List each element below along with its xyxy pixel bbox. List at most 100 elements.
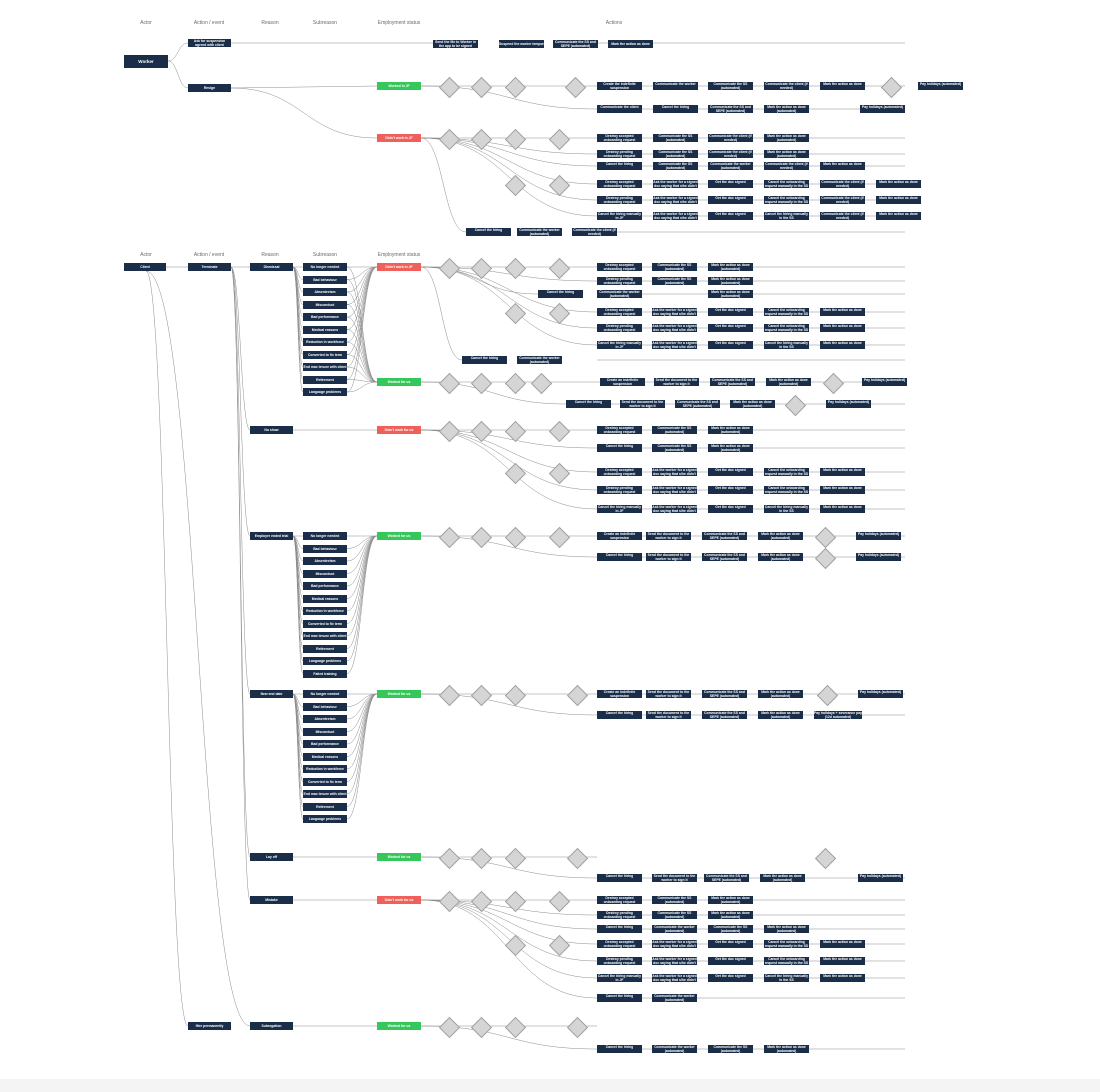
action-node[interactable]: Communicate the client (if needed) bbox=[764, 82, 809, 90]
event-hire-permanently[interactable]: Hire permanently bbox=[188, 1022, 231, 1030]
action-node[interactable]: Mark the action as done (automated) bbox=[758, 532, 803, 540]
subreason-item[interactable]: Converted to fix term bbox=[303, 619, 347, 628]
action-node[interactable]: Communicate the SS and SEPE (automated) bbox=[704, 874, 749, 882]
action-node[interactable]: Pay holidays (automated) bbox=[856, 532, 901, 540]
action-node[interactable]: Create the indefinite suspension bbox=[597, 82, 642, 90]
subreason-item[interactable]: Reduction in workforce bbox=[303, 765, 347, 773]
action-node[interactable]: Cancel the hiring bbox=[466, 228, 511, 236]
action-node[interactable]: Communicate the SS and SEPE (automated) bbox=[702, 532, 747, 540]
action-node[interactable]: Communicate the client (if needed) bbox=[708, 134, 753, 142]
action-node[interactable]: Mark the action as done (automated) bbox=[708, 444, 753, 452]
action-node[interactable]: Mark the action as done bbox=[820, 341, 865, 349]
action-node[interactable]: Communicate the SS and SEPE (automated) bbox=[710, 378, 755, 386]
action-node[interactable]: Cancel the hiring manually in the SS bbox=[764, 212, 809, 220]
action-node[interactable]: Cancel the hiring bbox=[597, 711, 642, 719]
action-node[interactable]: Pay holidays (automated) bbox=[918, 82, 963, 90]
action-node[interactable]: Mark the action as done bbox=[820, 974, 865, 982]
action-node[interactable]: Cancel the hiring manually in JF bbox=[597, 505, 642, 513]
reason-lay-off[interactable]: Lay off bbox=[250, 853, 293, 861]
subreason-item[interactable]: No longer needed bbox=[303, 690, 347, 698]
action-send-file[interactable]: Send the file to Worker in the app to be… bbox=[433, 40, 478, 48]
subreason-item[interactable]: Bad performance bbox=[303, 582, 347, 590]
action-node[interactable]: Get the doc signed bbox=[708, 341, 753, 349]
subreason-item[interactable]: Absenteeism bbox=[303, 715, 347, 723]
action-node[interactable]: Get the doc signed bbox=[708, 212, 753, 220]
actor-worker[interactable]: Worker bbox=[124, 55, 168, 68]
action-node[interactable]: Cancel the hiring bbox=[653, 105, 698, 113]
action-node[interactable]: Mark the action as done (automated) bbox=[758, 553, 803, 561]
subreason-item[interactable]: Bad behaviour bbox=[303, 275, 347, 284]
action-node[interactable]: Communicate the SS (automated) bbox=[652, 426, 697, 434]
actor-client[interactable]: Client bbox=[124, 263, 166, 271]
action-node[interactable]: Destroy accepted onboarding request manu… bbox=[597, 468, 642, 476]
action-node[interactable]: Destroy pending onboarding request bbox=[597, 911, 642, 919]
action-node[interactable]: Cancel the onboarding request manually i… bbox=[764, 468, 809, 476]
subreason-item[interactable]: Language problems bbox=[303, 815, 347, 823]
action-node[interactable]: Mark the action as done (automated) bbox=[758, 711, 803, 719]
subreason-item[interactable]: End max tenure with client bbox=[303, 790, 347, 798]
subreason-item[interactable]: No longer needed bbox=[303, 532, 347, 540]
action-node[interactable]: Get the doc signed bbox=[708, 196, 753, 204]
action-node[interactable]: Communicate the SS (automated) bbox=[652, 263, 697, 271]
action-node[interactable]: Ask the worker for a signed doc saying t… bbox=[652, 341, 697, 349]
action-node[interactable]: Mark the action as done (automated) bbox=[764, 134, 809, 142]
action-node[interactable]: Cancel the hiring manually in JF bbox=[597, 974, 642, 982]
action-node[interactable]: Communicate the SS (automated) bbox=[708, 82, 753, 90]
action-node[interactable]: Destroy accepted onboarding request bbox=[597, 134, 642, 142]
action-node[interactable]: Communicate the SS and SEPE (automated) bbox=[702, 690, 747, 698]
action-node[interactable]: Ask the worker for a signed doc saying t… bbox=[653, 196, 698, 204]
action-node[interactable]: Mark the action as done bbox=[820, 162, 865, 170]
action-node[interactable]: Mark the action as done bbox=[820, 468, 865, 476]
action-node[interactable]: Communicate the SS (automated) bbox=[653, 134, 698, 142]
action-node[interactable]: Communicate the worker (automated) bbox=[597, 290, 642, 298]
action-node[interactable]: Communicate the worker (automated) bbox=[517, 356, 562, 364]
action-node[interactable]: Create an indefinite suspension bbox=[597, 532, 642, 540]
action-node[interactable]: Get the doc signed bbox=[708, 468, 753, 476]
action-node[interactable]: Get the doc signed bbox=[708, 505, 753, 513]
action-node[interactable]: Pay holidays (automated) bbox=[862, 378, 907, 386]
action-node[interactable]: Ask the worker for a signed doc saying t… bbox=[652, 974, 697, 982]
action-node[interactable]: Get the doc signed bbox=[708, 974, 753, 982]
action-node[interactable]: Cancel the onboarding request manually i… bbox=[764, 196, 809, 204]
action-node[interactable]: Ask the worker for a signed doc saying t… bbox=[652, 940, 697, 948]
action-node[interactable]: Send the document to the worker to sign … bbox=[646, 711, 691, 719]
action-node[interactable]: Mark the action as done (automated) bbox=[764, 105, 809, 113]
action-node[interactable]: Communicate the client bbox=[597, 105, 642, 113]
action-node[interactable]: Ask the worker for a signed doc saying t… bbox=[652, 486, 697, 494]
subreason-item[interactable]: Reduction in workforce bbox=[303, 607, 347, 615]
action-node[interactable]: Get the doc signed bbox=[708, 180, 753, 188]
action-node[interactable]: Mark the action as done (automated) bbox=[760, 874, 805, 882]
action-node[interactable]: Destroy pending onboarding request manua… bbox=[597, 486, 642, 494]
action-node[interactable]: Mark the action as done (automated) bbox=[708, 896, 753, 904]
action-node[interactable]: Send the document to the worker to sign … bbox=[646, 532, 691, 540]
action-node[interactable]: Pay holidays (automated) bbox=[858, 690, 903, 698]
subreason-item[interactable]: Language problems bbox=[303, 657, 347, 665]
action-node[interactable]: Destroy accepted onboarding request manu… bbox=[597, 308, 642, 316]
action-node[interactable]: Mark the action as done bbox=[820, 957, 865, 965]
subreason-item[interactable]: Absenteeism bbox=[303, 288, 347, 296]
action-node[interactable]: Mark the action as done (automated) bbox=[766, 378, 811, 386]
subreason-item[interactable]: Converted to fix term bbox=[303, 777, 347, 786]
action-node[interactable]: Communicate the SS (automated) bbox=[653, 162, 698, 170]
action-node[interactable]: Mark the action as done bbox=[820, 324, 865, 332]
action-node[interactable]: Ask the worker for a signed doc saying t… bbox=[653, 212, 698, 220]
action-node[interactable]: Communicate the SS (automated) bbox=[708, 925, 753, 933]
action-node[interactable]: Communicate the client (if needed) bbox=[764, 162, 809, 170]
action-node[interactable]: Cancel the hiring bbox=[597, 1045, 642, 1053]
subreason-item[interactable]: Failed training bbox=[303, 669, 347, 678]
action-suspend-worker[interactable]: Suspend the worker temporarily bbox=[499, 40, 544, 48]
action-node[interactable]: Communicate the SS (automated) bbox=[652, 896, 697, 904]
action-node[interactable]: Mark the action as done bbox=[820, 486, 865, 494]
action-node[interactable]: Destroy pending onboarding request manua… bbox=[597, 196, 642, 204]
action-node[interactable]: Send the document to the worker to sign … bbox=[646, 553, 691, 561]
subreason-item[interactable]: Language problems bbox=[303, 388, 347, 396]
action-node[interactable]: Communicate the client (if needed) bbox=[820, 196, 865, 204]
action-node[interactable]: Communicate the SS and SEPE (automated) bbox=[702, 553, 747, 561]
action-comm-ss-sepe[interactable]: Communicate the SS and SEPE (automated) bbox=[553, 40, 598, 48]
subreason-item[interactable]: Misconduct bbox=[303, 727, 347, 736]
reason-subrogation[interactable]: Subrogation bbox=[250, 1022, 293, 1030]
action-node[interactable]: Ask the worker for a signed doc saying t… bbox=[652, 308, 697, 316]
event-terminate[interactable]: Terminate bbox=[188, 263, 231, 271]
subreason-item[interactable]: Bad performance bbox=[303, 313, 347, 321]
reason-mistake[interactable]: Mistake bbox=[250, 896, 293, 904]
